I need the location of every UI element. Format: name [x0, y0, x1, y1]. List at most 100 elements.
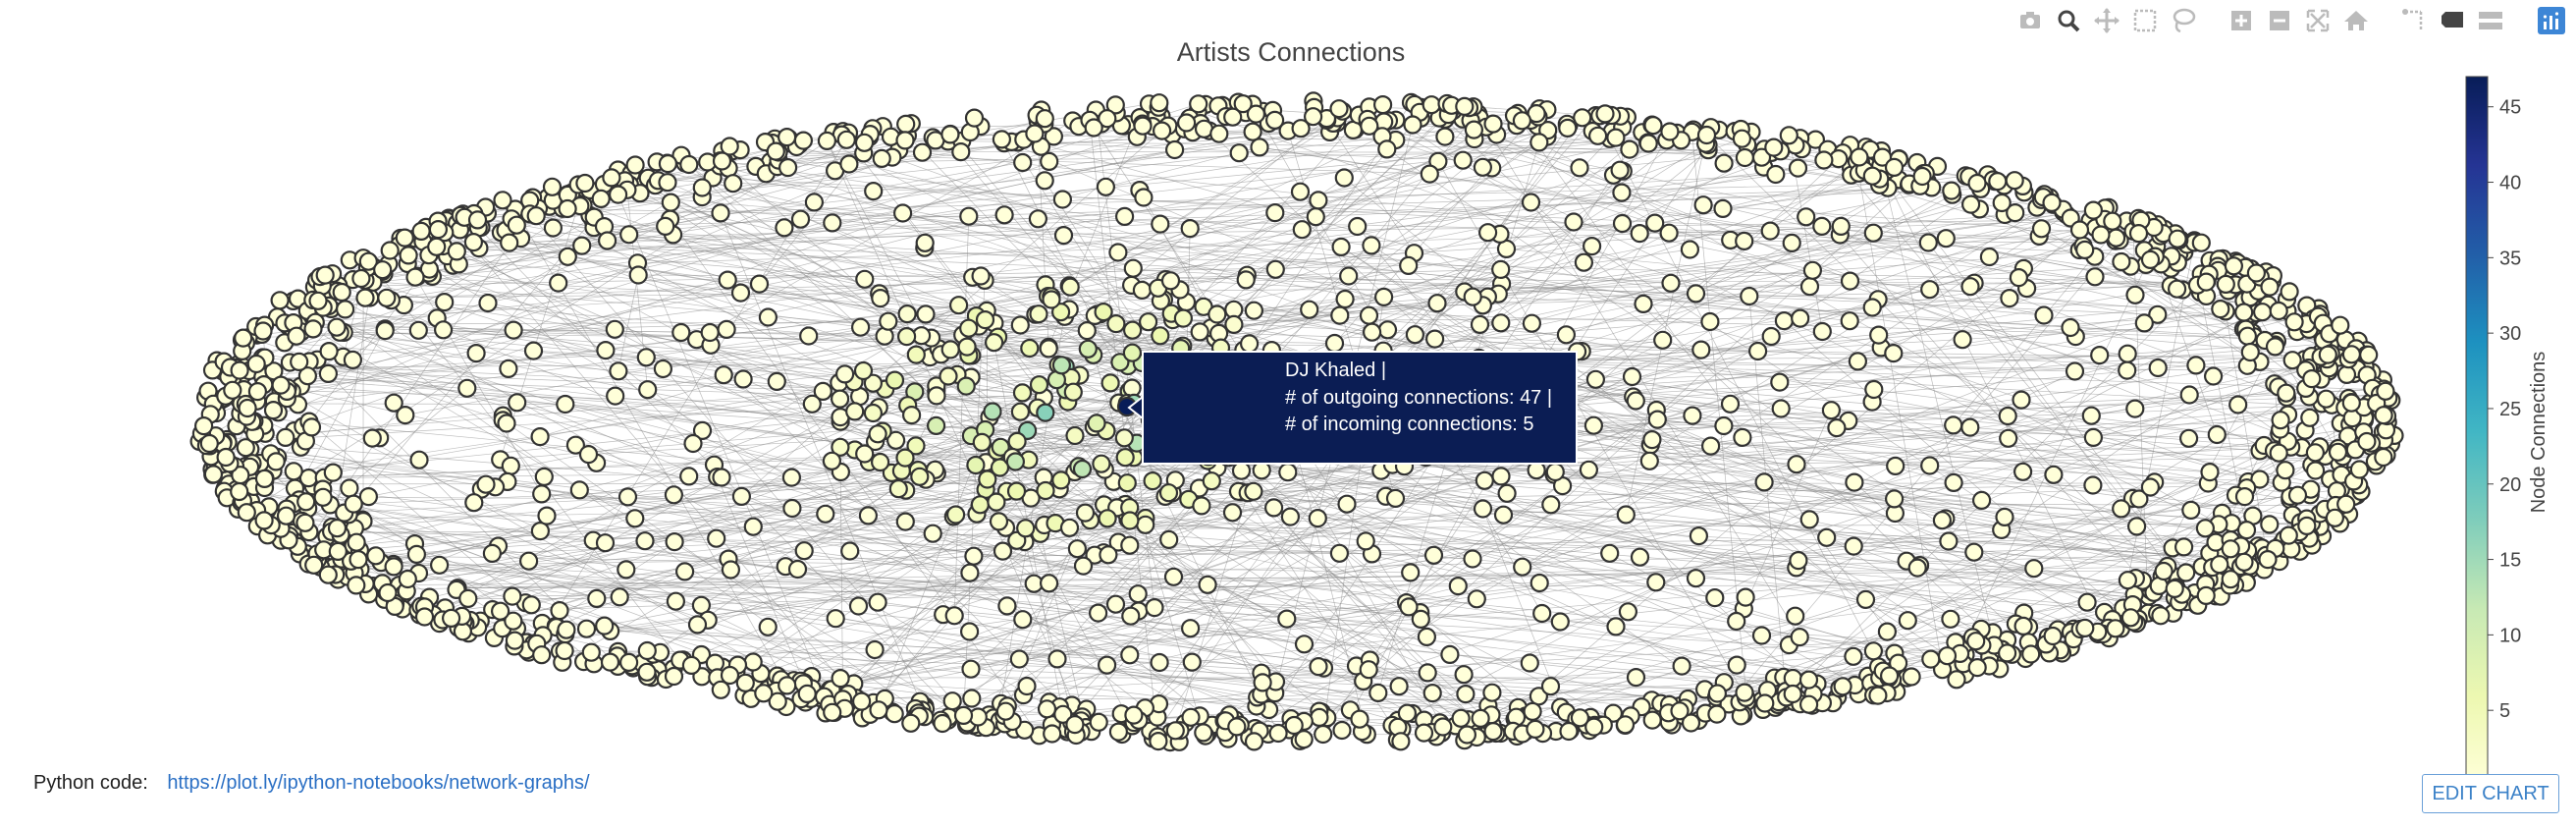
artist-node[interactable]: [530, 521, 551, 541]
artist-node[interactable]: [777, 128, 797, 147]
artist-node[interactable]: [303, 319, 323, 339]
artist-node[interactable]: [1105, 95, 1125, 115]
artist-node[interactable]: [1691, 340, 1711, 359]
artist-node[interactable]: [2034, 305, 2054, 325]
artist-node[interactable]: [2168, 279, 2187, 299]
artist-node[interactable]: [2200, 463, 2220, 482]
artist-node[interactable]: [1606, 128, 1626, 147]
artist-node[interactable]: [2112, 251, 2131, 272]
artist-node[interactable]: [602, 168, 621, 188]
artist-node[interactable]: [491, 601, 510, 621]
artist-node[interactable]: [1595, 104, 1615, 124]
artist-node[interactable]: [1754, 472, 1774, 492]
artist-node[interactable]: [1559, 721, 1579, 742]
artist-node[interactable]: [254, 469, 275, 488]
artist-node[interactable]: [1789, 550, 1808, 571]
artist-node[interactable]: [308, 291, 328, 310]
artist-node[interactable]: [942, 691, 962, 711]
artist-node[interactable]: [1751, 147, 1772, 167]
artist-node[interactable]: [1638, 134, 1658, 153]
artist-node[interactable]: [1180, 619, 1201, 638]
artist-node[interactable]: [957, 337, 977, 357]
artist-node[interactable]: [1120, 511, 1140, 530]
artist-node[interactable]: [1051, 356, 1072, 375]
artist-node[interactable]: [1541, 495, 1561, 515]
artist-node[interactable]: [447, 242, 466, 261]
artist-node[interactable]: [542, 177, 563, 196]
artist-node[interactable]: [2234, 552, 2254, 572]
artist-node[interactable]: [1616, 505, 1636, 525]
artist-node[interactable]: [2211, 300, 2230, 319]
artist-node[interactable]: [1330, 305, 1350, 325]
artist-node[interactable]: [1229, 143, 1249, 163]
artist-node[interactable]: [2196, 272, 2216, 292]
artist-node[interactable]: [343, 350, 362, 369]
artist-node[interactable]: [1521, 193, 1541, 212]
artist-node[interactable]: [1231, 461, 1252, 480]
artist-node[interactable]: [758, 307, 778, 327]
artist-node[interactable]: [2090, 346, 2110, 365]
artist-node[interactable]: [901, 713, 921, 733]
artist-node[interactable]: [1540, 677, 1561, 696]
artist-node[interactable]: [530, 427, 550, 447]
artist-node[interactable]: [1359, 660, 1378, 680]
artist-node[interactable]: [1277, 609, 1297, 629]
artist-node[interactable]: [944, 606, 964, 626]
artist-node[interactable]: [730, 283, 751, 303]
artist-node[interactable]: [1236, 270, 1256, 290]
artist-node[interactable]: [1733, 427, 1752, 447]
artist-node[interactable]: [1253, 673, 1272, 692]
artist-node[interactable]: [628, 265, 648, 285]
artist-node[interactable]: [1879, 666, 1900, 686]
artist-node[interactable]: [2107, 228, 2126, 248]
artist-node[interactable]: [1570, 708, 1590, 728]
artist-node[interactable]: [1491, 259, 1511, 279]
artist-node[interactable]: [2276, 461, 2295, 480]
artist-node[interactable]: [1798, 670, 1819, 690]
artist-node[interactable]: [1760, 221, 1780, 241]
artist-node[interactable]: [831, 437, 850, 457]
artist-node[interactable]: [845, 402, 865, 421]
artist-node[interactable]: [959, 206, 979, 226]
plotly-logo-icon[interactable]: [2535, 4, 2568, 37]
artist-node[interactable]: [896, 114, 916, 135]
artist-node[interactable]: [2297, 516, 2317, 536]
artist-node[interactable]: [823, 213, 842, 233]
artist-node[interactable]: [1680, 240, 1700, 259]
artist-node[interactable]: [2258, 549, 2278, 570]
artist-node[interactable]: [865, 639, 885, 660]
artist-node[interactable]: [840, 541, 860, 561]
artist-node[interactable]: [569, 480, 589, 500]
artist-node[interactable]: [1493, 505, 1514, 525]
artist-node[interactable]: [1574, 252, 1594, 272]
artist-node[interactable]: [1770, 372, 1790, 392]
artist-node[interactable]: [1158, 483, 1179, 503]
artist-node[interactable]: [2195, 519, 2215, 538]
artist-node[interactable]: [1114, 206, 1135, 226]
artist-node[interactable]: [1523, 701, 1542, 722]
artist-node[interactable]: [1840, 271, 1860, 291]
artist-node[interactable]: [720, 137, 739, 156]
artist-node[interactable]: [1122, 320, 1143, 340]
artist-node[interactable]: [724, 174, 743, 193]
artist-node[interactable]: [606, 386, 625, 406]
artist-node[interactable]: [1435, 127, 1455, 146]
artist-node[interactable]: [1884, 344, 1904, 363]
artist-node[interactable]: [1868, 686, 1888, 705]
artist-node[interactable]: [493, 191, 512, 210]
artist-node[interactable]: [2134, 313, 2154, 333]
box-select-icon[interactable]: [2128, 4, 2162, 37]
artist-node[interactable]: [1473, 499, 1493, 519]
artist-node[interactable]: [1132, 280, 1153, 300]
reset-axes-icon[interactable]: [2339, 4, 2373, 37]
artist-node[interactable]: [1043, 724, 1062, 744]
artist-node[interactable]: [787, 559, 808, 580]
artist-node[interactable]: [1194, 723, 1213, 743]
artist-node[interactable]: [1755, 693, 1775, 713]
artist-node[interactable]: [1960, 417, 1980, 437]
artist-node[interactable]: [653, 359, 673, 379]
artist-node[interactable]: [1303, 107, 1323, 127]
artist-node[interactable]: [870, 452, 890, 472]
artist-node[interactable]: [1208, 304, 1227, 324]
artist-node[interactable]: [1622, 366, 1642, 387]
